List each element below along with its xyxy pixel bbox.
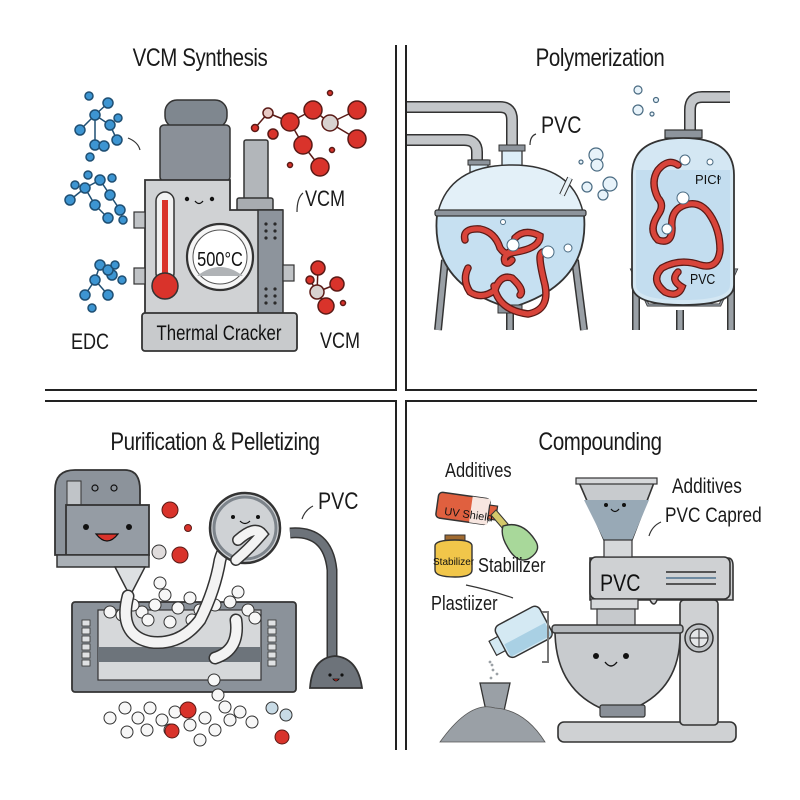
gauge-readout: 500°C bbox=[197, 247, 243, 270]
pellets-icon bbox=[103, 673, 259, 747]
stabilizer-label: Stabilizer bbox=[478, 555, 546, 577]
callout-line bbox=[465, 584, 514, 599]
panel-vcm-synthesis: 500°C Thermal Cracker VCM Synthesis EDC … bbox=[0, 0, 400, 400]
extruder-icon bbox=[54, 469, 150, 598]
callout-line bbox=[648, 521, 662, 537]
stabilizer-jar-text: Stabilizer bbox=[433, 557, 475, 568]
divider-horizontal-left bbox=[45, 389, 397, 391]
panel-title: Purification & Pelletizing bbox=[110, 428, 320, 456]
vcm-molecule-icon bbox=[250, 89, 367, 177]
edc-label: EDC bbox=[71, 329, 110, 354]
edc-molecule-icon bbox=[74, 91, 123, 162]
dropper-bottle-icon bbox=[490, 509, 539, 561]
panel-title: Compounding bbox=[538, 428, 662, 456]
edc-molecule-icon bbox=[79, 259, 127, 313]
panel-compounding: UV Shield Stabilizer bbox=[400, 400, 800, 800]
bubbles-icon bbox=[578, 85, 660, 201]
additives-right-label: Additives bbox=[672, 475, 742, 498]
output-pvc-label: PVC bbox=[318, 488, 359, 515]
callout-line bbox=[301, 505, 314, 520]
panel-title: Polymerization bbox=[535, 44, 665, 72]
pici-label: PICI bbox=[695, 172, 720, 187]
divider-horizontal-left-bottom bbox=[45, 400, 397, 402]
vcm-label-bottom: VCM bbox=[320, 328, 361, 353]
feed-pipe-icon bbox=[407, 101, 518, 162]
panel-polymerization: PICI PVC Polymerization PVC bbox=[400, 0, 800, 400]
polymerization-illustration: PICI PVC bbox=[407, 85, 739, 331]
plasticizer-jar-icon bbox=[488, 605, 553, 659]
pellets-icon bbox=[103, 576, 262, 629]
thermal-cracker-icon bbox=[133, 99, 298, 352]
powder-pile-icon bbox=[439, 706, 546, 743]
panel-purification-pelletizing: Purification & Pelletizing PVC bbox=[0, 400, 400, 800]
edc-molecule-icon bbox=[64, 170, 128, 225]
divider-horizontal-right bbox=[405, 389, 757, 391]
vcm-label-top: VCM bbox=[305, 186, 346, 211]
vcm-molecule-icon bbox=[305, 260, 347, 315]
divider-vertical-bottom bbox=[395, 400, 397, 750]
panel-title: VCM Synthesis bbox=[132, 44, 268, 72]
divider-vertical-right-top bbox=[405, 45, 407, 390]
vcm-synthesis-illustration: 500°C Thermal Cracker bbox=[64, 89, 367, 352]
divider-vertical-top bbox=[395, 45, 397, 390]
divider-vertical-right-bottom bbox=[405, 400, 407, 750]
pelletizing-illustration bbox=[54, 469, 364, 747]
stand-mixer-icon bbox=[542, 477, 737, 743]
contaminant-pellet-icon bbox=[161, 501, 290, 745]
reactor-vessel-icon bbox=[434, 144, 588, 331]
callout-line bbox=[127, 137, 141, 151]
compounding-illustration: UV Shield Stabilizer bbox=[433, 477, 737, 743]
storage-vessel-icon bbox=[629, 91, 739, 330]
reactor-pvc-label: PVC bbox=[541, 112, 582, 139]
callout-line bbox=[296, 192, 304, 213]
vessel-pvc-label: PVC bbox=[690, 271, 715, 287]
plasticizer-label: Plastiizer bbox=[431, 593, 498, 615]
mixer-pvc-label: PVC bbox=[600, 569, 640, 596]
inspection-lamp-icon bbox=[208, 491, 364, 689]
thermal-cracker-label: Thermal Cracker bbox=[157, 322, 283, 345]
callout-line bbox=[529, 133, 537, 146]
pvc-capred-label: PVC Capred bbox=[665, 504, 762, 527]
stabilizer-jar-icon: Stabilizer bbox=[433, 534, 475, 578]
additives-left-label: Additives bbox=[445, 460, 512, 482]
uv-shield-bottle-icon: UV Shield bbox=[435, 491, 499, 526]
divider-horizontal-right-bottom bbox=[405, 400, 757, 402]
